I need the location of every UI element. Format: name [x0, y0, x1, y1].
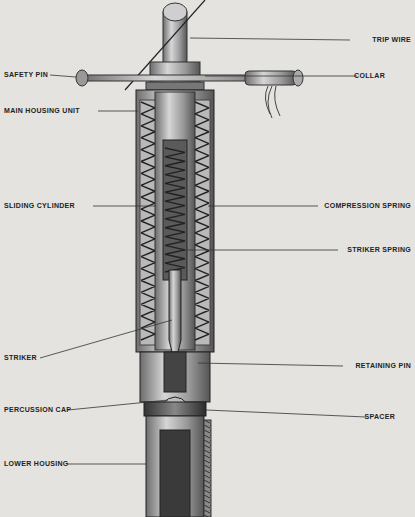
part-label: RETAINING PIN [356, 362, 412, 370]
part-label: TRIP WIRE [372, 36, 411, 44]
part-label: COLLAR [354, 72, 385, 80]
main-housing [136, 90, 214, 352]
lower-housing [146, 416, 204, 517]
striker [169, 270, 181, 352]
part-label: MAIN HOUSING UNIT [4, 107, 80, 115]
spacer [144, 402, 206, 416]
part-label: SLIDING CYLINDER [4, 202, 75, 210]
part-label: STRIKER [4, 354, 37, 362]
leader-lines [40, 38, 366, 464]
part-label: PERCUSSION CAP [4, 406, 71, 414]
part-label: STRIKER SPRING [347, 246, 411, 254]
part-label: COMPRESSION SPRING [324, 202, 411, 210]
part-label: SAFETY PIN [4, 71, 48, 79]
part-label: SPACER [365, 413, 395, 421]
part-label: LOWER HOUSING [4, 460, 69, 468]
